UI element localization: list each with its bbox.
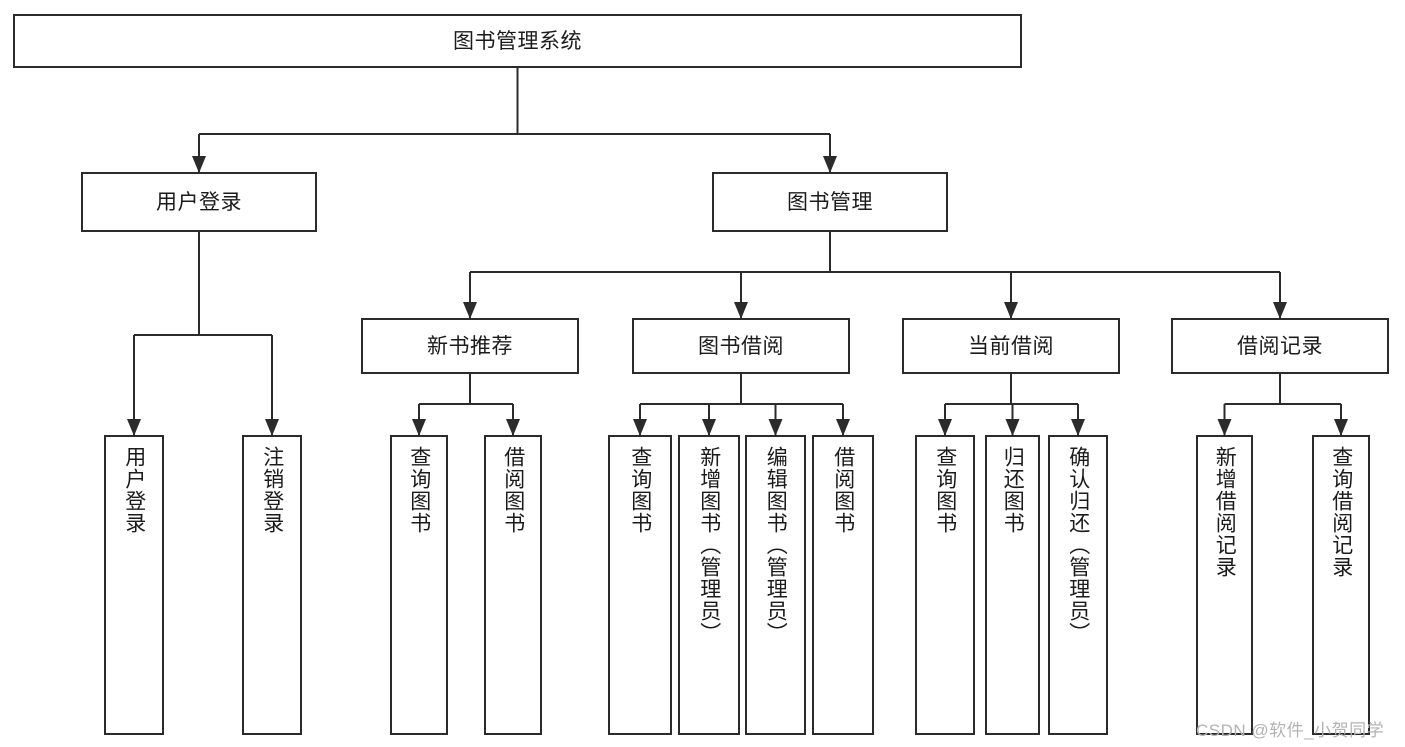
node-label: 当前借阅 [968,334,1054,358]
node-label: 查询图书 [933,446,957,534]
node-l3_11: 新增借阅记录 [1196,435,1253,735]
node-l3_4: 查询图书 [608,435,672,735]
node-label: 新增图书（管理员） [697,446,721,644]
node-root: 图书管理系统 [13,14,1022,68]
node-label: 注销登录 [260,446,284,534]
node-label: 借阅图书 [831,446,855,534]
node-label: 查询图书 [628,446,652,534]
node-label: 图书管理系统 [453,29,582,53]
node-label: 新书推荐 [427,334,513,358]
node-label: 借阅记录 [1237,334,1323,358]
node-label: 图书借阅 [698,334,784,358]
csdn-watermark: CSDN @软件_小贺同学 [1196,721,1385,740]
node-label: 确认归还（管理员） [1066,446,1090,644]
node-label: 借阅图书 [501,446,525,534]
node-l1_1: 图书管理 [712,172,948,232]
node-l3_1: 注销登录 [242,435,302,735]
node-l3_5: 新增图书（管理员） [678,435,740,735]
node-l2_1: 图书借阅 [632,318,850,374]
node-label: 用户登录 [156,190,242,214]
node-l3_7: 借阅图书 [812,435,874,735]
node-l2_2: 当前借阅 [902,318,1120,374]
node-l3_0: 用户登录 [104,435,164,735]
node-label: 新增借阅记录 [1213,446,1237,578]
node-l3_12: 查询借阅记录 [1312,435,1370,735]
node-l3_3: 借阅图书 [484,435,542,735]
node-label: 图书管理 [787,190,873,214]
node-l3_8: 查询图书 [915,435,975,735]
node-l3_2: 查询图书 [390,435,448,735]
node-label: 归还图书 [1001,446,1025,534]
node-l2_3: 借阅记录 [1171,318,1389,374]
node-label: 查询图书 [407,446,431,534]
node-label: 用户登录 [122,446,146,534]
node-l2_0: 新书推荐 [361,318,579,374]
node-l3_9: 归还图书 [985,435,1040,735]
node-l3_10: 确认归还（管理员） [1048,435,1108,735]
node-l1_0: 用户登录 [81,172,317,232]
node-l3_6: 编辑图书（管理员） [745,435,806,735]
node-label: 查询借阅记录 [1329,446,1353,578]
node-label: 编辑图书（管理员） [764,446,788,644]
